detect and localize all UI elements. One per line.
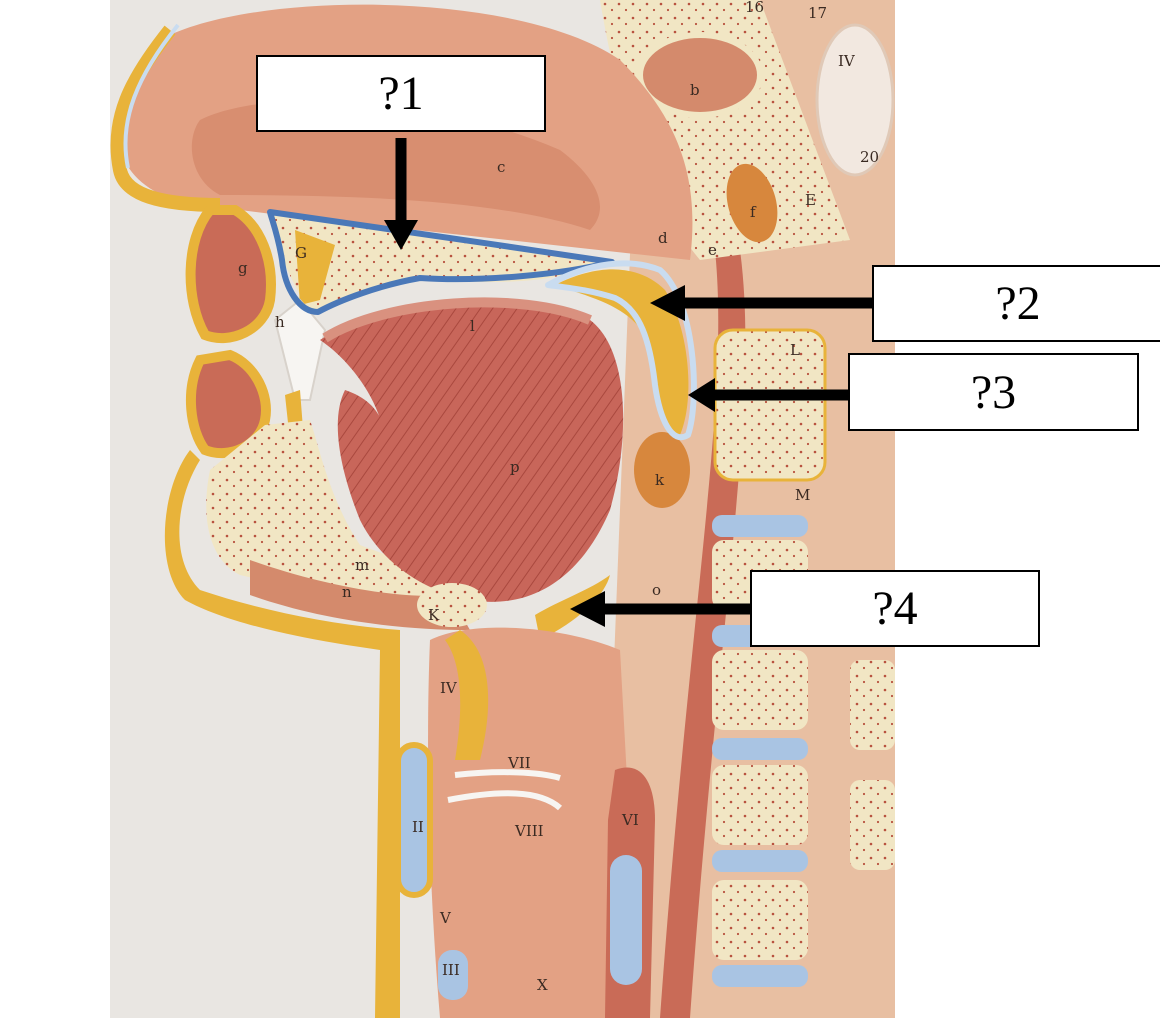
model-letter: VI: [621, 811, 639, 829]
hard-palate: [270, 212, 600, 312]
soft-palate: [555, 269, 689, 436]
model-letter: k: [655, 471, 665, 489]
hard-palate-outline: [267, 209, 615, 315]
hyoid-bone: [417, 583, 487, 627]
model-letter: G: [295, 244, 307, 262]
model-letter: c: [497, 158, 505, 176]
model-letter: M: [795, 486, 810, 504]
model-letter: 16: [745, 0, 764, 16]
model-letter: b: [690, 81, 700, 99]
model-letter: 17: [808, 4, 827, 22]
model-letter: VII: [507, 754, 531, 772]
model-letter: L: [790, 341, 800, 359]
palatine-tonsil: [634, 432, 690, 508]
upper-incisor-bone: [295, 230, 335, 305]
model-letter: 20: [860, 148, 879, 166]
tongue: [320, 302, 624, 602]
vocal-fold-upper: [454, 769, 561, 781]
model-letter: K: [428, 606, 440, 624]
label-box-2: ?2: [872, 265, 1160, 342]
model-letter: f: [750, 203, 757, 221]
model-letter: o: [652, 581, 661, 599]
label-box-3: ?3: [848, 353, 1139, 431]
model-letters: 16 17 b c d e f E G g h l p k m n K o L …: [238, 0, 879, 994]
model-letter: d: [658, 229, 668, 247]
nose-surface: [123, 23, 180, 169]
model-letter: l: [470, 317, 475, 335]
vocal-fold-lower: [447, 790, 563, 811]
model-letter: E: [805, 191, 816, 209]
spinal-cord: [815, 23, 895, 177]
cricoid-cartilage: [395, 742, 433, 898]
label-text-3: ?3: [970, 365, 1017, 419]
model-letter: h: [275, 313, 285, 331]
model-letter: VIII: [514, 822, 544, 840]
arrow-2: [650, 285, 872, 321]
chin-skin: [164, 450, 400, 1018]
floor-muscles: [250, 560, 470, 630]
model-letter: n: [342, 583, 352, 601]
model-letter: IV: [440, 679, 458, 697]
label-box-1: ?1: [256, 55, 546, 132]
model-letter: X: [537, 976, 548, 994]
label-text-2: ?2: [995, 277, 1041, 330]
thyroid-cartilage: [445, 630, 489, 760]
upper-lip: [185, 205, 276, 344]
trachea-ring: [438, 950, 468, 1000]
adenoid: [726, 163, 778, 243]
model-letter: II: [412, 818, 424, 836]
mandible: [206, 420, 440, 610]
model-letter: g: [238, 259, 248, 277]
model-letter: m: [355, 556, 369, 574]
arrow-3: [688, 378, 848, 412]
tongue-surface: [322, 297, 592, 343]
nose-skin: [110, 25, 221, 212]
label-text-4: ?4: [872, 582, 918, 635]
esophagus-cartilage: [610, 855, 642, 985]
sphenoid-sinus: [637, 32, 763, 118]
label-text-1: ?1: [378, 67, 424, 120]
epiglottis: [535, 575, 610, 640]
model-letter: III: [442, 961, 460, 979]
arrow-1: [384, 138, 418, 250]
label-box-4: ?4: [750, 570, 1040, 647]
model-letter: p: [510, 458, 520, 476]
arrow-4: [570, 591, 750, 627]
model-letter: IV: [838, 52, 856, 70]
model-letter: e: [708, 241, 717, 259]
model-letter: V: [439, 909, 452, 927]
soft-palate-outline: [545, 260, 697, 440]
